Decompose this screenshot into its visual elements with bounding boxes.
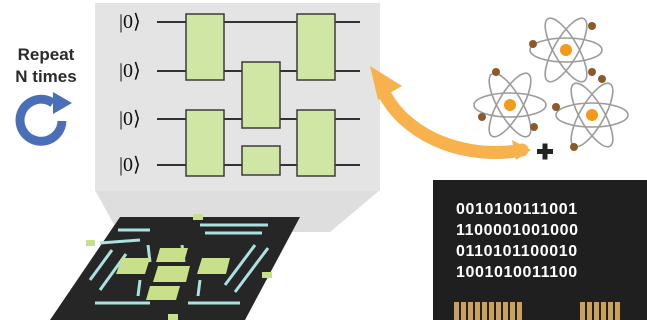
contact-pin <box>503 302 508 320</box>
contact-pin <box>615 302 620 320</box>
gate-2q-a <box>185 13 225 81</box>
atom-icon <box>552 75 629 151</box>
loop-arrow-icon <box>15 92 72 146</box>
contact-pin <box>587 302 592 320</box>
repeat-label: Repeat N times <box>6 44 86 88</box>
contact-pin <box>468 302 473 320</box>
gate-1q <box>241 145 281 176</box>
contact-pin <box>461 302 466 320</box>
gate-2q-d <box>185 109 225 177</box>
contact-pin <box>489 302 494 320</box>
contact-pin <box>496 302 501 320</box>
gates <box>185 13 336 177</box>
gate-2q-e <box>296 109 336 177</box>
qubit-label-2: |0⟩ <box>119 108 141 130</box>
contact-pin <box>482 302 487 320</box>
atom-icon <box>529 17 603 83</box>
atom-icon <box>473 68 547 138</box>
plus-icon <box>537 143 553 160</box>
repeat-label-line2: N times <box>15 67 77 86</box>
quantum-chip-icon <box>50 214 300 320</box>
bitstring-1: 0010100111001 <box>456 201 578 218</box>
qubit-label-0: |0⟩ <box>119 11 141 33</box>
chip-qubits <box>116 248 230 300</box>
bitstring-4: 1001010011100 <box>456 264 578 281</box>
contact-pin <box>580 302 585 320</box>
chip-pads <box>86 214 272 320</box>
gate-2q-b <box>241 61 281 129</box>
qubit-label-3: |0⟩ <box>119 154 141 176</box>
contact-pin <box>475 302 480 320</box>
contact-pin <box>608 302 613 320</box>
contact-pin <box>517 302 522 320</box>
memory-card-icon <box>433 180 647 320</box>
repeat-label-line1: Repeat <box>17 45 75 64</box>
contact-pin <box>594 302 599 320</box>
bitstring-3: 0110101100010 <box>456 243 578 260</box>
bitstring-2: 1100001001000 <box>456 222 579 239</box>
memory-card-body <box>433 180 647 320</box>
contact-pin <box>601 302 606 320</box>
memory-contacts <box>454 302 620 320</box>
curved-arrow <box>370 66 531 160</box>
contact-pin <box>510 302 515 320</box>
contact-pin <box>454 302 459 320</box>
gate-2q-c <box>296 13 336 81</box>
qubit-label-1: |0⟩ <box>119 60 141 82</box>
